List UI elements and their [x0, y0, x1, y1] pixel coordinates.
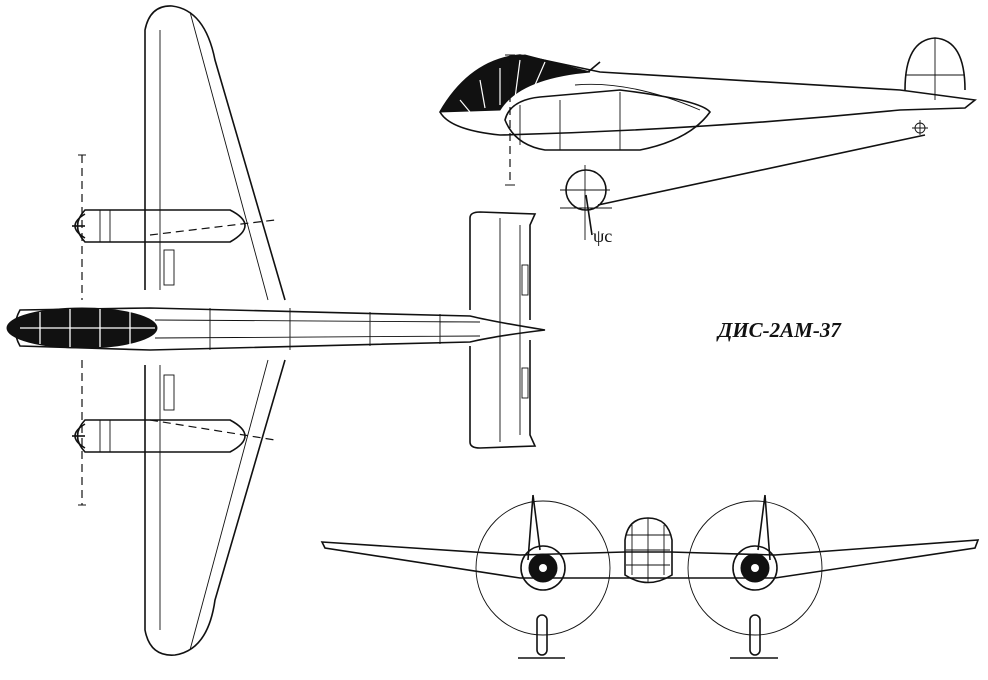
left-landing-gear [518, 614, 565, 659]
side-engine [504, 89, 712, 151]
lower-engine-nacelle [72, 419, 246, 453]
ground-angle-label: ψc [593, 226, 613, 246]
side-fuselage [439, 54, 977, 136]
top-view [6, 5, 546, 656]
horizontal-stabilizer [469, 211, 537, 449]
right-propeller-disc [687, 500, 823, 636]
lower-wing [144, 359, 286, 656]
front-fuselage [624, 517, 673, 584]
front-view [320, 494, 980, 659]
upper-wing [144, 5, 286, 301]
right-landing-gear [730, 614, 778, 659]
aircraft-designation-label: ДИС-2АМ-37 [718, 318, 841, 342]
left-propeller-disc [475, 500, 611, 636]
side-view [439, 37, 977, 240]
front-wing [320, 539, 980, 579]
left-engine-front [520, 494, 566, 591]
upper-engine-nacelle [72, 209, 246, 243]
side-canopy [439, 54, 591, 113]
right-engine-front [732, 494, 778, 591]
ground-line [597, 134, 926, 206]
